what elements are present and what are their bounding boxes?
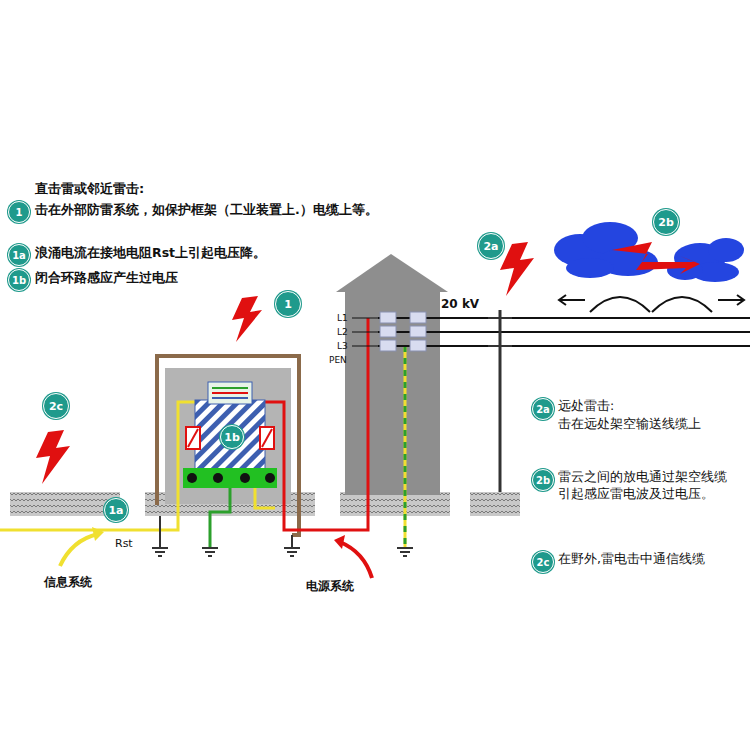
monitor	[208, 382, 252, 404]
callout-number: 1a	[12, 250, 26, 261]
lightning-bolt	[36, 430, 70, 484]
callout-circle: 1a	[8, 244, 30, 266]
earth-symbol	[152, 535, 413, 556]
note: 雷云之间的放电通过架空线缆引起感应雷电波及过电压。	[558, 469, 728, 503]
callout-circle: 2b	[532, 469, 554, 491]
pen-conductor	[404, 346, 407, 548]
note: 闭合环路感应产生过电压	[35, 270, 178, 287]
callout-number: 2a	[483, 240, 498, 253]
callout-number: 2b	[658, 216, 674, 229]
note: 在野外,雷电击中通信线缆	[558, 551, 723, 568]
substation	[345, 290, 440, 495]
pen-conductor	[404, 346, 407, 548]
building	[165, 368, 291, 504]
earth-lead	[159, 516, 161, 548]
callout-circle: 1b	[8, 269, 30, 291]
surge-arrow	[334, 535, 345, 549]
note-heading: 远处雷击:	[558, 398, 614, 415]
callout-number: 1	[284, 298, 292, 311]
phase-label: PEN	[329, 354, 347, 366]
equipment	[195, 400, 265, 470]
callout-circle: 2c	[43, 393, 69, 419]
callout-number: 2a	[536, 404, 550, 415]
earth-conductor	[210, 488, 230, 548]
surge-arrow	[340, 542, 372, 578]
callout-number: 1b	[12, 275, 26, 286]
phase-label: L2	[337, 326, 348, 338]
note: 击在外部防雷系统，如保护框架（工业装置上.）电缆上等。	[35, 202, 378, 219]
substation-roof	[336, 254, 448, 292]
callout-number: 2c	[49, 400, 63, 413]
surge-arrow	[92, 527, 104, 541]
info-line	[0, 402, 198, 530]
callout-circle: 2c	[532, 551, 554, 573]
insulator	[380, 312, 426, 351]
earth-conductor	[255, 488, 275, 508]
callout-number: 1b	[224, 431, 240, 444]
system-label: 信息系统	[44, 574, 92, 590]
callout-circle: 1b	[220, 425, 244, 449]
terminal	[187, 473, 275, 483]
pole	[488, 310, 512, 492]
resistance-label: Rst	[114, 537, 134, 552]
callout-circle: 1a	[104, 498, 128, 522]
voltage-label: 20 kV	[441, 296, 479, 312]
callout-circle: 2b	[653, 209, 679, 235]
callout-circle: 1	[275, 291, 301, 317]
callout-circle: 2a	[532, 398, 554, 420]
phase-label: L1	[337, 312, 348, 324]
surge-wave	[559, 295, 744, 312]
ground	[340, 492, 450, 516]
callout-number: 1	[16, 207, 23, 218]
callout-circle: 1	[8, 201, 30, 223]
lightning-bolt	[500, 242, 534, 296]
note: 击在远处架空输送线缆上	[558, 416, 728, 433]
equipotential-bar	[183, 468, 277, 488]
heading: 直击雷或邻近雷击:	[35, 180, 144, 198]
callout-number: 2b	[536, 475, 550, 486]
callout-number: 2c	[537, 557, 550, 568]
cloud-lightning	[612, 242, 700, 274]
monitor-lines	[212, 388, 248, 398]
cloud	[554, 222, 744, 282]
power-line	[264, 318, 368, 530]
callout-circle: 2a	[478, 233, 504, 259]
lightning-bolt	[232, 296, 262, 342]
phase-label: L3	[337, 340, 348, 352]
note: 浪涌电流在接地电阻Rst上引起电压降。	[35, 245, 266, 262]
system-label: 电源系统	[306, 578, 354, 594]
callout-number: 1a	[108, 504, 123, 517]
ground	[470, 492, 520, 516]
surge-arrow	[60, 534, 98, 566]
